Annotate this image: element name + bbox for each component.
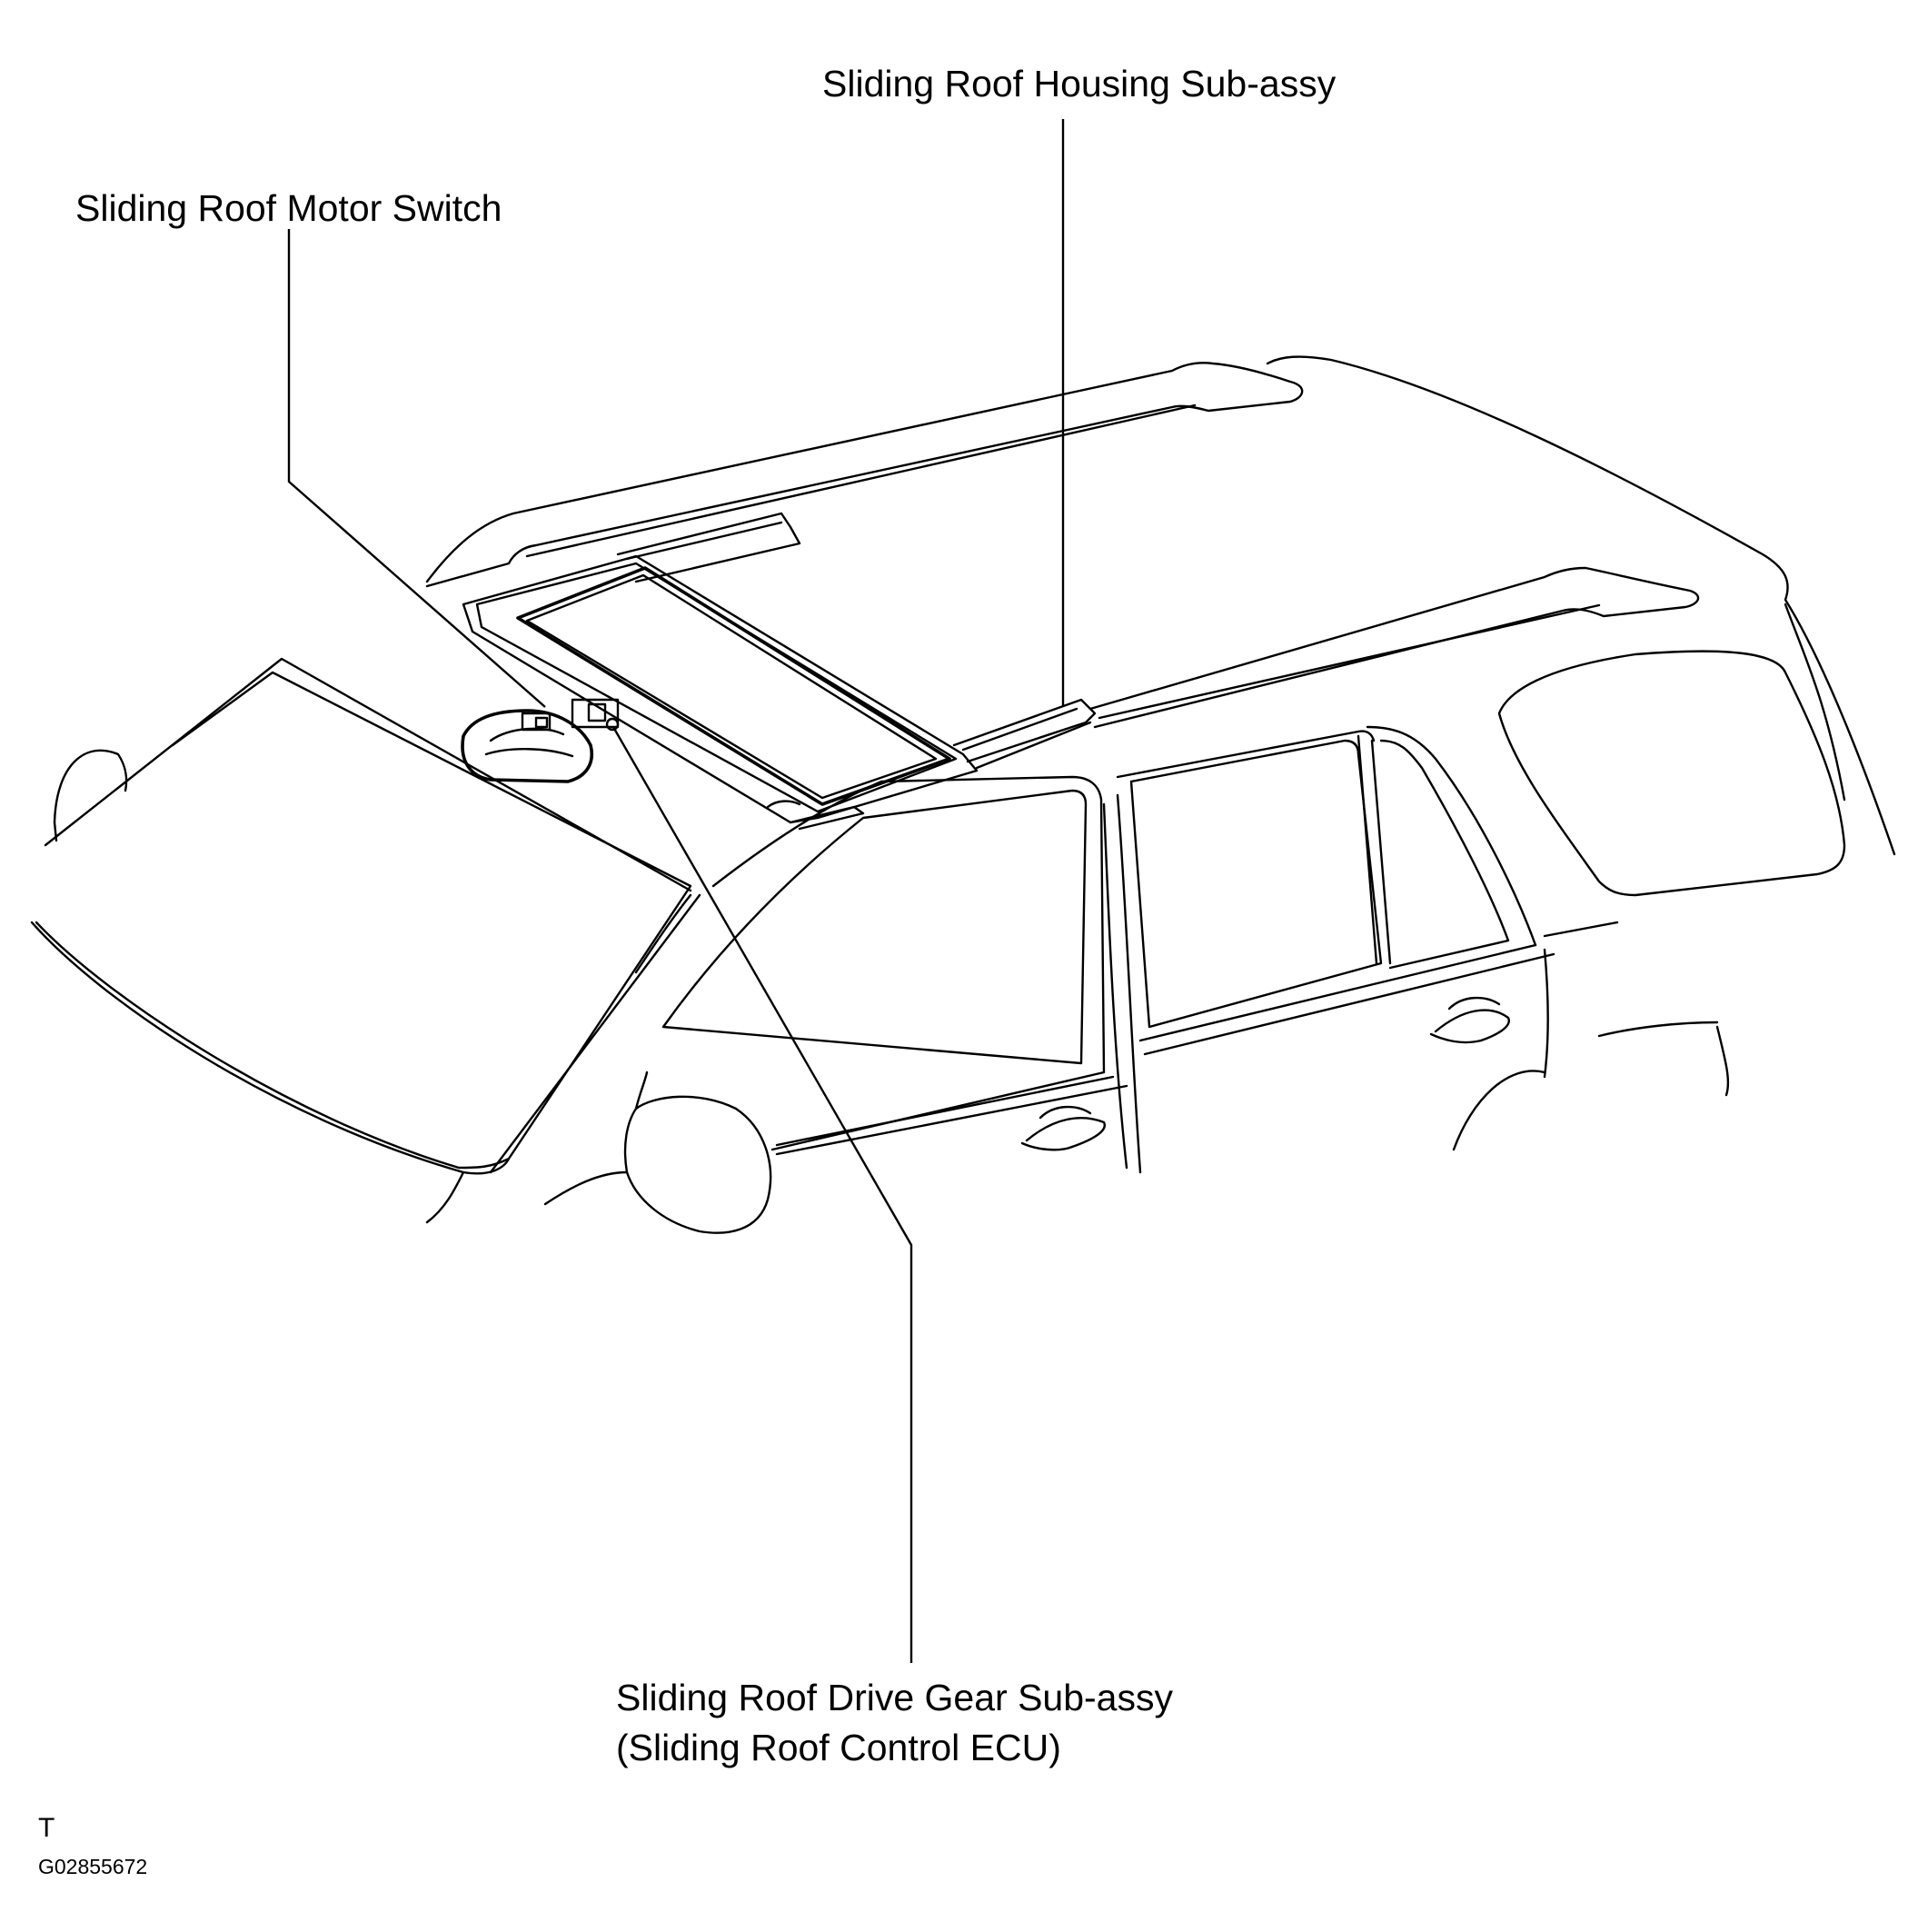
side-mirror <box>623 1095 772 1234</box>
hood-line <box>425 1170 465 1224</box>
sunroof-glass <box>516 566 951 806</box>
rear-door-edge <box>1543 948 1549 1079</box>
view-code: T <box>38 1813 55 1843</box>
front-door-belt <box>775 1075 1115 1147</box>
rear-quarter-window <box>1497 650 1846 897</box>
front-door-frame <box>711 775 1106 1151</box>
label-sliding-roof-housing: Sliding Roof Housing Sub-assy <box>822 63 1337 105</box>
figure-id: G02855672 <box>38 1855 148 1878</box>
sunroof-housing-rail <box>952 698 1097 763</box>
b-pillar <box>1357 734 1378 965</box>
windshield-frame <box>30 921 511 1175</box>
roof-outline <box>1266 355 1896 856</box>
label-sliding-roof-motor-switch: Sliding Roof Motor Switch <box>75 187 502 229</box>
a-pillar <box>489 893 701 1174</box>
front-door-edge <box>1116 793 1142 1174</box>
leader-drive-gear <box>611 726 913 1663</box>
right-roof-rail <box>1088 566 1700 729</box>
windshield-inner <box>35 671 692 1170</box>
left-mirror-housing <box>53 749 128 824</box>
leader-switch <box>287 229 546 708</box>
label-sliding-roof-control-ecu: (Sliding Roof Control ECU) <box>616 1727 1061 1768</box>
sunroof-frame-outer <box>462 554 979 824</box>
rear-door-window <box>1129 739 1383 1029</box>
rear-door-handle <box>1434 1009 1510 1042</box>
rear-wheel-arch <box>1452 1070 1546 1151</box>
sunroof-rear-rail <box>616 512 801 583</box>
rear-door-belt <box>1138 943 1537 1042</box>
drive-gear-block <box>571 698 620 729</box>
rear-door-window-rear <box>1379 739 1510 970</box>
motor-switch-housing <box>461 709 593 783</box>
label-sliding-roof-drive-gear: Sliding Roof Drive Gear Sub-assy <box>616 1677 1173 1718</box>
rear-pillar <box>1784 603 1846 802</box>
front-door-window <box>661 789 1088 1065</box>
front-door-handle <box>1025 1116 1106 1149</box>
left-roof-rail <box>425 362 1304 588</box>
windshield-outer <box>44 657 692 892</box>
